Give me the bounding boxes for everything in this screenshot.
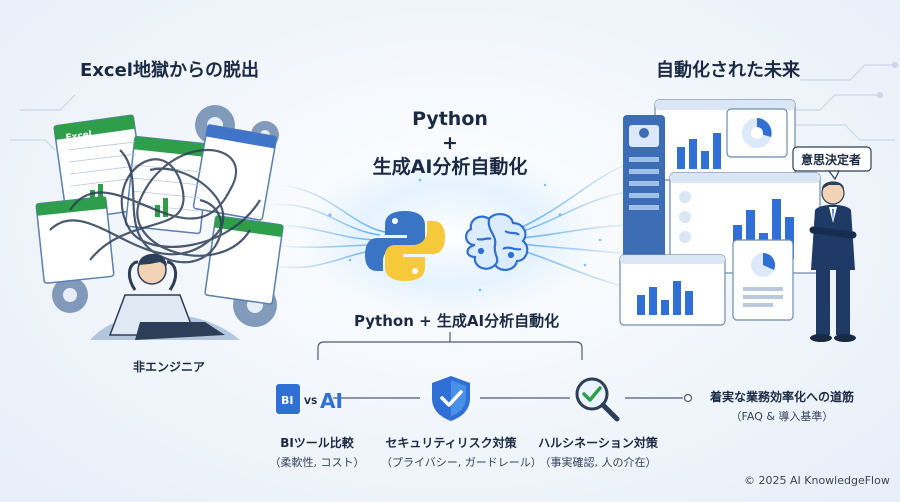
step-security bbox=[428, 374, 474, 426]
step-label-group: セキュリティリスク対策 （プライバシー, ガードレール） bbox=[381, 434, 542, 470]
excel-sheet-label: Excel bbox=[65, 130, 93, 144]
step-label-group: BIツール比較 （柔軟性, コスト） bbox=[262, 434, 372, 470]
vs-text: VS bbox=[304, 397, 317, 407]
tangled-cables-icon bbox=[49, 148, 261, 264]
center-title: Python + 生成AI分析自動化 bbox=[370, 108, 530, 179]
speech-bubble-text: 意思決定者 bbox=[801, 152, 861, 167]
step-bi-sub: （柔軟性, コスト） bbox=[269, 456, 365, 469]
bi-vs-ai-icon: BI VS AI bbox=[276, 384, 343, 414]
step-security-label: セキュリティリスク対策 bbox=[385, 436, 517, 450]
step-label-group: ハルシネーション対策 （事実確認, 人の介在） bbox=[531, 434, 665, 470]
left-section-title: Excel地獄からの脱出 bbox=[80, 60, 259, 81]
python-logo-icon bbox=[365, 211, 445, 281]
step-bi-vs-ai: BI VS AI bbox=[272, 380, 352, 420]
step-hallucination-label: ハルシネーション対策 bbox=[538, 436, 658, 450]
python-ai-icons bbox=[365, 211, 529, 281]
magnifier-check-icon bbox=[575, 377, 620, 422]
excel-chaos-illustration: Excel bbox=[35, 105, 284, 340]
step-hallucination bbox=[572, 374, 622, 428]
goal-block: 着実な業務効率化への道筋 （FAQ & 導入基準） bbox=[697, 388, 867, 424]
goal-sub: （FAQ & 導入基準） bbox=[730, 410, 834, 423]
stressed-person-icon bbox=[90, 253, 240, 340]
goal-label: 着実な業務効率化への道筋 bbox=[709, 390, 854, 404]
non-engineer-caption: 非エンジニア bbox=[133, 360, 206, 374]
center-title-line1: Python bbox=[412, 108, 488, 130]
center-title-line3: 生成AI分析自動化 bbox=[372, 155, 528, 178]
center-title-line2: + bbox=[442, 131, 458, 154]
dashboard-illustration: 意思決定者 bbox=[619, 99, 872, 342]
bi-badge-text: BI bbox=[281, 394, 293, 407]
step-security-sub: （プライバシー, ガードレール） bbox=[381, 456, 542, 469]
right-section-title: 自動化された未来 bbox=[656, 60, 800, 81]
step-hallucination-sub: （事実確認, 人の介在） bbox=[539, 456, 657, 469]
shield-check-icon bbox=[432, 376, 470, 421]
center-subtitle: Python + 生成AI分析自動化 bbox=[354, 312, 560, 330]
copyright-text: © 2025 AI KnowledgeFlow bbox=[744, 474, 890, 487]
decision-maker-person-icon bbox=[809, 181, 857, 342]
ai-brain-icon bbox=[465, 213, 529, 271]
step-bi-label: BIツール比較 bbox=[280, 436, 354, 450]
ai-text: AI bbox=[320, 389, 343, 413]
